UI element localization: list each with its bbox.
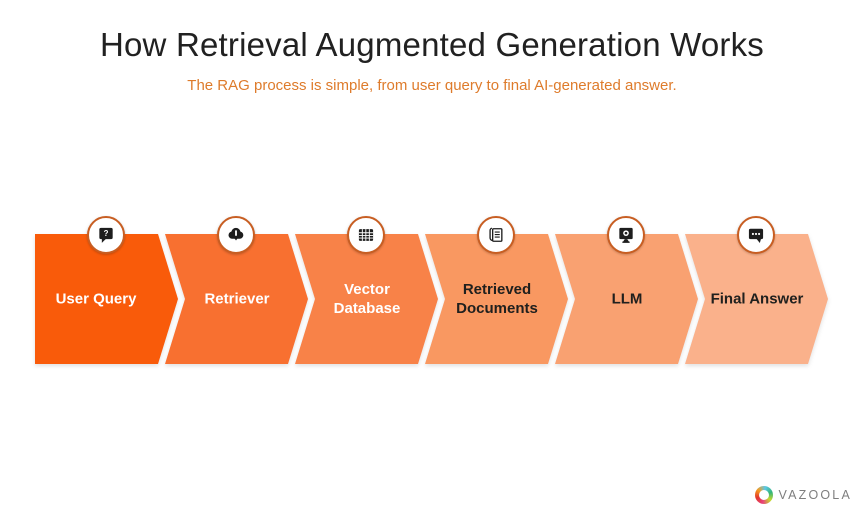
step-icon-badge [477,216,515,254]
flow-step-llm: LLM [555,216,699,364]
documents-icon [489,227,503,242]
question-bubble-icon: ? [99,227,113,243]
step-label: Vector Database [333,281,401,317]
step-label: Final Answer [710,290,804,308]
page-subtitle: The RAG process is simple, from user que… [187,77,677,94]
step-icon-badge [607,216,645,254]
chevron-shape [555,234,698,364]
flow-step-retriever: Retriever [165,216,309,364]
table-grid-icon [358,229,374,241]
step-label: Retriever [204,290,270,308]
step-label: Retrieved Documents [456,281,538,317]
chevron-shape [425,234,568,364]
chevron-shape [35,234,178,364]
step-label: LLM [611,290,643,308]
step-label: User Query [55,290,137,308]
vazoola-logo-icon [755,486,774,504]
cloud-download-icon [228,227,244,241]
rag-process-flow: ? User Query Retriever [0,216,864,364]
step-icon-badge [737,216,775,254]
monitor-icon [619,227,633,243]
flow-step-final-answer: Final Answer [685,216,829,364]
flow-step-retrieved-documents: Retrieved Documents [425,216,569,364]
flow-step-user-query: ? User Query [35,216,179,364]
step-icon-badge: ? [87,216,125,254]
svg-text:?: ? [104,229,109,238]
step-icon-badge [347,216,385,254]
chevron-shape [685,234,828,364]
chevron-shape [165,234,308,364]
vazoola-logo: VAZOOLA [755,486,852,504]
flow-step-vector-database: Vector Database [295,216,439,364]
vazoola-logo-text: VAZOOLA [778,488,852,502]
page-title: How Retrieval Augmented Generation Works [99,26,765,63]
chevron-shape [295,234,438,364]
step-icon-badge [217,216,255,254]
chat-dots-icon [748,228,764,243]
